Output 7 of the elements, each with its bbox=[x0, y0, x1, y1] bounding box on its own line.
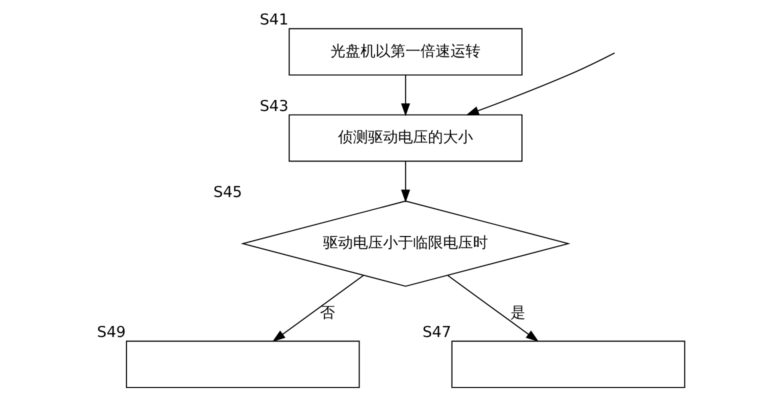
node-label: S49 bbox=[97, 323, 126, 342]
edge-label: 是 bbox=[510, 304, 526, 322]
node-label: S47 bbox=[422, 323, 452, 342]
node-label: S45 bbox=[213, 182, 242, 201]
edge-label: 否 bbox=[320, 304, 335, 322]
node-label: S43 bbox=[260, 96, 288, 115]
node-label: S41 bbox=[260, 10, 288, 29]
